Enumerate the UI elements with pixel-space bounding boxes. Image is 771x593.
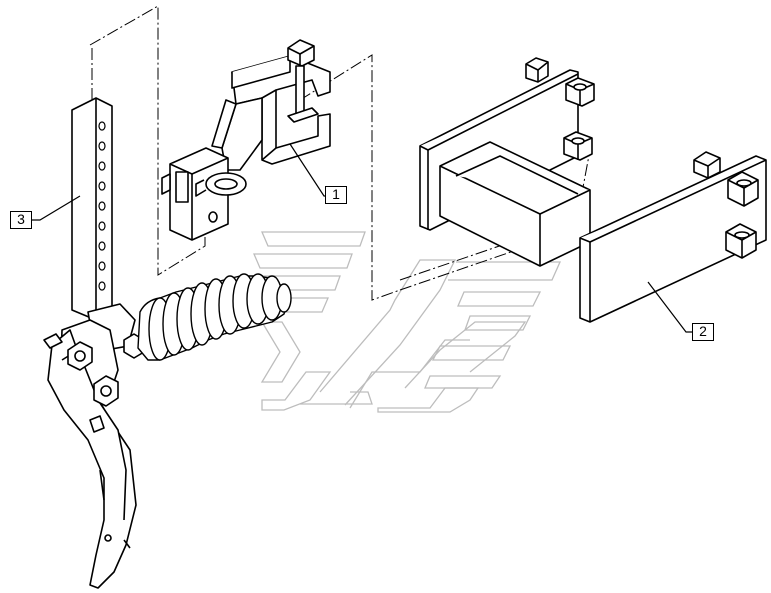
- callout-1: 1: [325, 186, 347, 204]
- part-3-shank-assembly: [43, 97, 292, 589]
- callout-2: 2: [692, 323, 714, 341]
- clamp-bolt: [43, 333, 93, 371]
- nut-front-upper: [727, 171, 759, 207]
- nut-front-lower: [725, 223, 757, 259]
- eye-bolt: [195, 172, 247, 197]
- nut-rear-lower: [563, 131, 593, 161]
- u-clamp-bolt: [287, 39, 319, 123]
- part-2-mounting-bracket: [419, 57, 767, 323]
- bolt-front-top: [693, 151, 721, 179]
- pivot-bolt: [93, 375, 119, 407]
- callout-3: 3: [10, 211, 32, 229]
- part-1-bracket: [161, 39, 331, 241]
- nut-rear-upper: [565, 77, 595, 107]
- coil-spring: [137, 273, 292, 361]
- brand-chevron-logo: [236, 231, 562, 413]
- bolt-rear-top: [525, 57, 549, 83]
